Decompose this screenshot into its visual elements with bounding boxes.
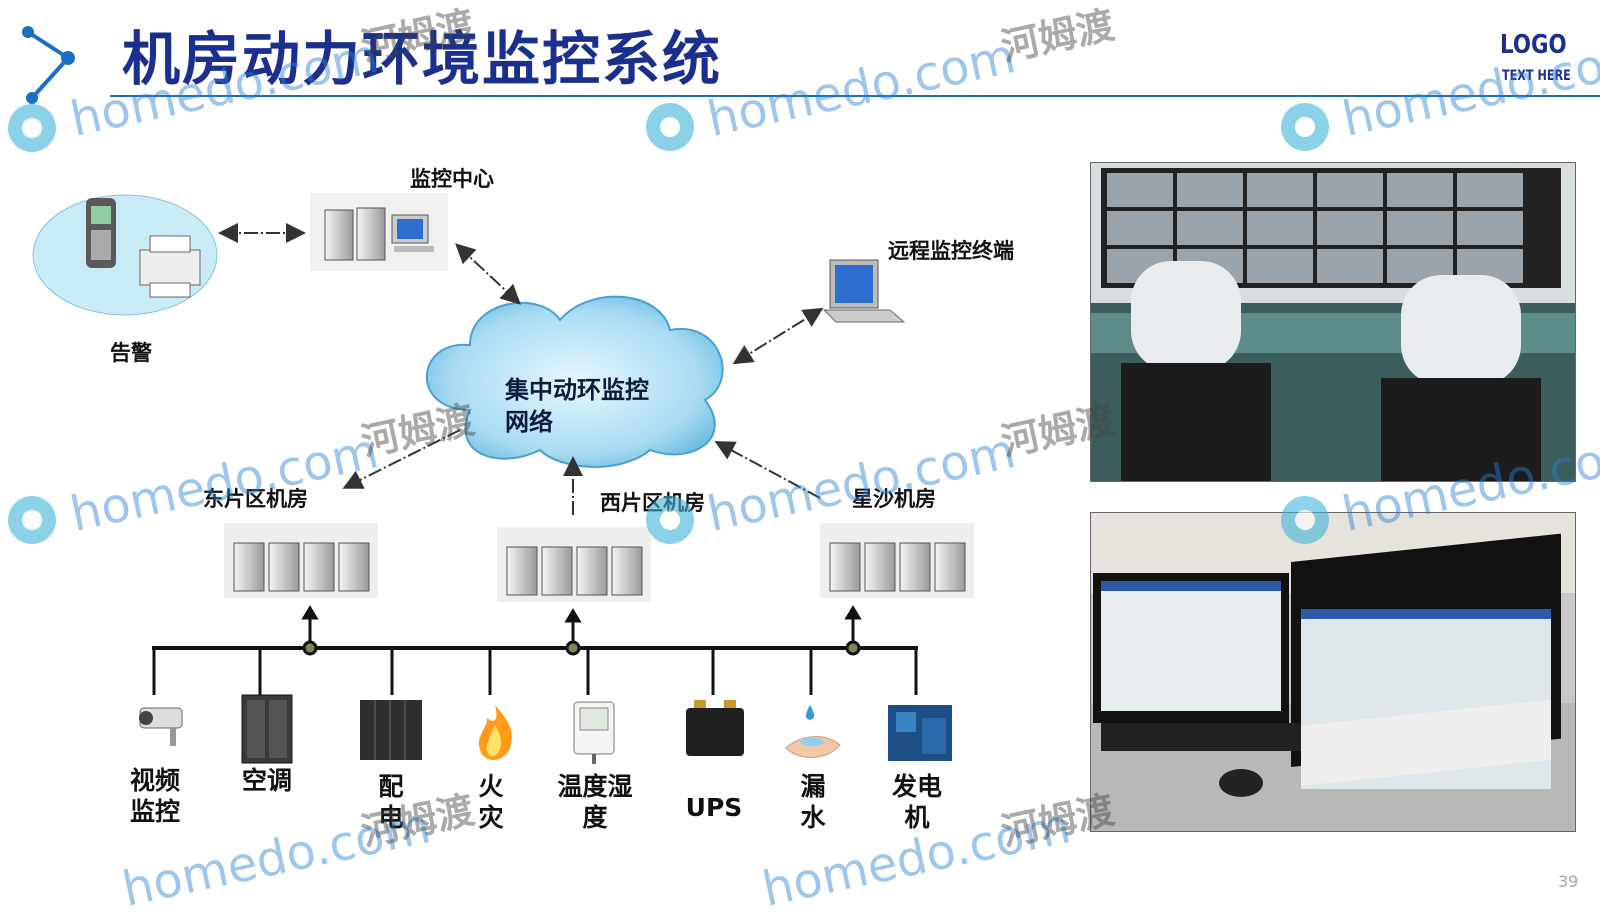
room-label-west: 西片区机房: [600, 491, 705, 515]
thermometer-icon: [573, 701, 615, 764]
fire-icon: [478, 705, 512, 760]
printer-icon: [139, 235, 201, 298]
logo-subtext: TEXT HERE: [1502, 68, 1571, 84]
page-number: 39: [1558, 872, 1579, 891]
ups-battery-icon: [686, 700, 744, 756]
room-server-xingsha: [820, 523, 974, 598]
device-label-generator: 发电 机: [891, 772, 942, 832]
logo-text: LOGO: [1500, 30, 1567, 60]
room-server-east: [224, 523, 378, 598]
device-label-ac: 空调: [241, 766, 292, 795]
room-label-xingsha: 星沙机房: [852, 487, 936, 511]
room-label-east: 东片区机房: [203, 487, 308, 511]
device-label-leak: 漏 水: [800, 772, 826, 832]
cloud-label: 集中动环监控 网络: [505, 376, 649, 436]
monitor-center-servers: [310, 193, 448, 271]
device-label-fire: 火 灾: [478, 772, 504, 832]
alarm-label: 告警: [110, 341, 152, 365]
control-room-photo: [1090, 162, 1576, 482]
title-divider: [110, 95, 1600, 97]
device-label-temp: 温度湿 度: [557, 772, 633, 832]
share-icon: [22, 26, 75, 104]
air-conditioner-icon: [241, 694, 293, 764]
device-label-ups: UPS: [685, 793, 743, 822]
device-label-video: 视频 监控: [129, 766, 180, 826]
remote-terminal-label: 远程监控终端: [888, 239, 1014, 263]
remote-laptop-icon: [822, 259, 906, 323]
water-leak-icon: [785, 705, 841, 758]
device-label-power: 配 电: [378, 772, 404, 832]
monitoring-workstation-photo: [1090, 512, 1576, 832]
slide-title: 机房动力环境监控系统: [122, 25, 723, 93]
cctv-camera-icon: [139, 707, 183, 746]
room-server-west: [497, 527, 651, 602]
mobile-phone-icon: [86, 198, 116, 268]
alarm-group: [32, 194, 218, 316]
cloud-network-shape: [425, 295, 724, 468]
generator-icon: [888, 705, 952, 761]
monitor-center-label: 监控中心: [410, 167, 494, 191]
power-distribution-icon: [360, 700, 422, 760]
